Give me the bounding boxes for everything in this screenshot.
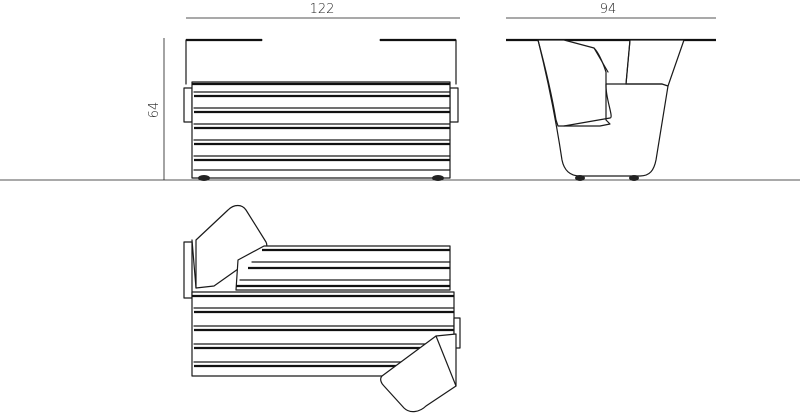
side-depth-label: 94 — [600, 2, 617, 17]
side-view: 94 — [506, 2, 716, 181]
front-view: 122 64 — [147, 2, 460, 181]
top-view — [183, 204, 461, 413]
front-width-dimension: 122 — [186, 2, 460, 19]
height-label: 64 — [147, 102, 162, 119]
front-width-label: 122 — [310, 2, 335, 17]
side-depth-dimension: 94 — [506, 2, 716, 19]
height-dimension: 64 — [147, 38, 165, 180]
